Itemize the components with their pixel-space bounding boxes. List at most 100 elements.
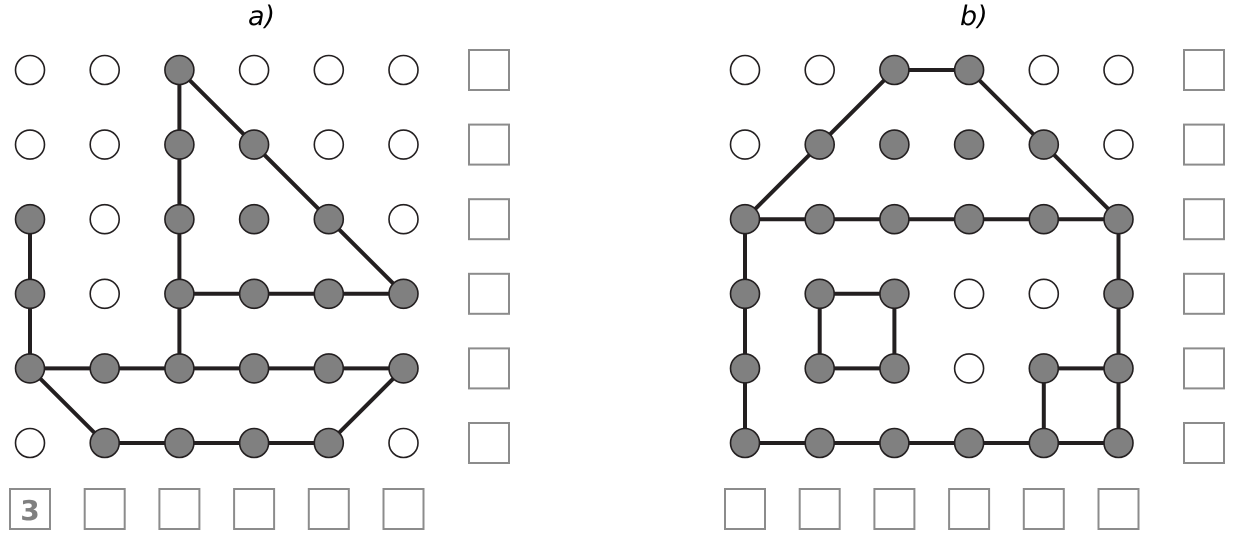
filled-dot <box>165 130 194 159</box>
filled-dot <box>1104 354 1133 383</box>
filled-dot <box>955 56 984 85</box>
side-answer-box[interactable] <box>469 423 509 463</box>
empty-dot <box>90 279 119 308</box>
filled-dot <box>314 354 343 383</box>
bottom-answer-box[interactable] <box>1099 489 1139 529</box>
bottom-answer-box[interactable] <box>874 489 914 529</box>
side-answer-box[interactable] <box>469 274 509 314</box>
empty-dot <box>731 130 760 159</box>
side-answer-box[interactable] <box>1184 348 1224 388</box>
filled-dot <box>314 205 343 234</box>
empty-dot <box>90 130 119 159</box>
filled-dot <box>165 205 194 234</box>
filled-dot <box>240 279 269 308</box>
filled-dot <box>165 429 194 458</box>
empty-dot <box>805 56 834 85</box>
empty-dot <box>389 429 418 458</box>
bottom-answer-box[interactable] <box>949 489 989 529</box>
filled-dot <box>805 130 834 159</box>
empty-dot <box>16 56 45 85</box>
filled-dot <box>955 429 984 458</box>
filled-dot <box>880 279 909 308</box>
filled-dot <box>1104 429 1133 458</box>
filled-dot <box>880 429 909 458</box>
side-answer-box[interactable] <box>1184 423 1224 463</box>
empty-dot <box>314 56 343 85</box>
empty-dot <box>240 56 269 85</box>
filled-dot <box>731 354 760 383</box>
filled-dot <box>165 354 194 383</box>
empty-dot <box>1029 279 1058 308</box>
filled-dot <box>165 279 194 308</box>
bottom-answer-value: 3 <box>20 494 39 527</box>
empty-dot <box>1029 56 1058 85</box>
line-segment <box>30 368 105 443</box>
filled-dot <box>165 56 194 85</box>
filled-dot <box>1029 130 1058 159</box>
filled-dot <box>805 279 834 308</box>
side-answer-box[interactable] <box>1184 125 1224 165</box>
filled-dot <box>314 429 343 458</box>
bottom-answer-box[interactable] <box>800 489 840 529</box>
panel-a: a) 3 <box>0 0 520 533</box>
filled-dot <box>731 205 760 234</box>
bottom-answer-box[interactable] <box>1024 489 1064 529</box>
empty-dot <box>314 130 343 159</box>
bottom-answer-box[interactable] <box>159 489 199 529</box>
empty-dot <box>955 279 984 308</box>
bottom-answer-box[interactable] <box>725 489 765 529</box>
bottom-answer-box[interactable] <box>384 489 424 529</box>
empty-dot <box>731 56 760 85</box>
empty-dot <box>1104 56 1133 85</box>
line-segment <box>179 70 403 294</box>
filled-dot <box>880 354 909 383</box>
side-answer-box[interactable] <box>469 50 509 90</box>
empty-dot <box>955 354 984 383</box>
filled-dot <box>16 205 45 234</box>
filled-dot <box>90 354 119 383</box>
empty-dot <box>389 56 418 85</box>
filled-dot <box>880 205 909 234</box>
filled-dot <box>90 429 119 458</box>
filled-dot <box>16 354 45 383</box>
filled-dot <box>240 130 269 159</box>
empty-dot <box>389 130 418 159</box>
filled-dot <box>805 429 834 458</box>
empty-dot <box>16 130 45 159</box>
bottom-answer-box[interactable] <box>234 489 274 529</box>
empty-dot <box>1104 130 1133 159</box>
filled-dot <box>805 354 834 383</box>
filled-dot <box>1104 279 1133 308</box>
filled-dot <box>240 205 269 234</box>
filled-dot <box>1029 429 1058 458</box>
side-answer-box[interactable] <box>469 348 509 388</box>
empty-dot <box>90 205 119 234</box>
filled-dot <box>240 354 269 383</box>
filled-dot <box>1029 205 1058 234</box>
empty-dot <box>389 205 418 234</box>
dot-grid-b <box>715 0 1233 533</box>
filled-dot <box>880 56 909 85</box>
side-answer-box[interactable] <box>469 199 509 239</box>
side-answer-box[interactable] <box>1184 50 1224 90</box>
filled-dot <box>955 205 984 234</box>
side-answer-box[interactable] <box>1184 199 1224 239</box>
filled-dot <box>880 130 909 159</box>
filled-dot <box>389 354 418 383</box>
panel-b: b) <box>715 0 1233 533</box>
filled-dot <box>731 279 760 308</box>
line-segment <box>329 368 404 443</box>
filled-dot <box>1029 354 1058 383</box>
filled-dot <box>16 279 45 308</box>
filled-dot <box>955 130 984 159</box>
bottom-answer-box[interactable] <box>85 489 125 529</box>
bottom-answer-box[interactable] <box>309 489 349 529</box>
filled-dot <box>805 205 834 234</box>
filled-dot <box>1104 205 1133 234</box>
side-answer-box[interactable] <box>1184 274 1224 314</box>
side-answer-box[interactable] <box>469 125 509 165</box>
filled-dot <box>731 429 760 458</box>
empty-dot <box>16 429 45 458</box>
dot-grid-a: 3 <box>0 0 520 533</box>
filled-dot <box>314 279 343 308</box>
